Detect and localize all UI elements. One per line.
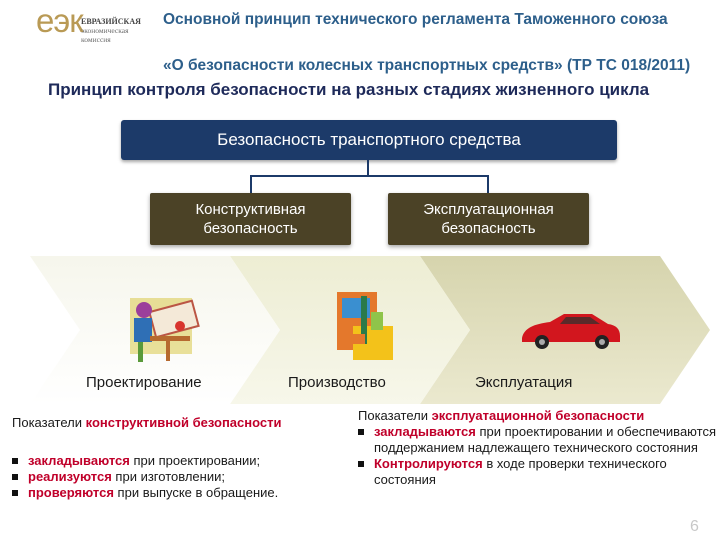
item-keyword: проверяются (28, 485, 114, 500)
item-text: при выпуске в обращение. (113, 485, 279, 500)
operational-safety-label: Эксплуатационная безопасность (423, 201, 554, 237)
item-text: в ходе проверки технического состояния (374, 456, 667, 487)
logo-line-2: экономическая (81, 26, 129, 35)
constructive-indicators-block: Показатели конструктивной безопасности з… (12, 415, 357, 501)
operational-indicators-block: Показатели эксплуатационной безопасности… (358, 408, 716, 488)
vehicle-safety-label: Безопасность транспортного средства (217, 130, 521, 149)
red-car-icon (522, 314, 620, 349)
operational-safety-box: Эксплуатационная безопасность (388, 193, 589, 245)
intro-text: Показатели (358, 408, 428, 423)
intro-highlight: эксплуатационной безопасности (431, 408, 645, 423)
intro-highlight: конструктивной безопасности (85, 415, 282, 430)
vehicle-safety-box: Безопасность транспортного средства (121, 120, 617, 160)
logo-text: ЕВРАЗИЙСКАЯ экономическая комиссия (81, 17, 141, 44)
operational-indicators-intro: Показатели эксплуатационной безопасности (358, 408, 716, 424)
item-text: при проектировании; (129, 453, 261, 468)
stage-operation-label: Эксплуатация (475, 374, 573, 391)
list-item: закладываются при проектировании и обесп… (358, 424, 716, 456)
logo-mark: еэк (36, 2, 84, 39)
slide-subtitle: Принцип контроля безопасности на разных … (48, 80, 650, 99)
item-keyword: Контролируются (374, 456, 483, 471)
list-item: реализуются при изготовлении; (12, 469, 357, 485)
item-keyword: реализуются (28, 469, 112, 484)
lifecycle-chevrons (30, 256, 710, 404)
item-text: при изготовлении; (111, 469, 225, 484)
constructive-safety-label: Конструктивная безопасность (195, 201, 306, 237)
item-keyword: закладываются (28, 453, 130, 468)
factory-clipart-icon (337, 292, 393, 360)
list-item: Контролируются в ходе проверки техническ… (358, 456, 716, 488)
constructive-safety-box: Конструктивная безопасность (150, 193, 351, 245)
header-subtitle: «О безопасности колесных транспортных ср… (163, 57, 691, 74)
connector-horizontal (250, 175, 488, 177)
page-number: 6 (690, 518, 699, 535)
connector-left (250, 175, 252, 193)
header-title: Основной принцип технического регламента… (163, 11, 668, 28)
logo-line-1: ЕВРАЗИЙСКАЯ (81, 17, 141, 26)
designer-clipart-icon (130, 298, 200, 362)
logo-line-3: комиссия (81, 35, 111, 44)
list-item: закладываются при проектировании; (12, 453, 357, 469)
stage-production-label: Производство (288, 374, 386, 391)
item-text: при проектировании и обеспечиваются подд… (374, 424, 716, 455)
connector-right (487, 175, 489, 193)
list-item: проверяются при выпуске в обращение. (12, 485, 357, 501)
item-keyword: закладываются (374, 424, 476, 439)
intro-text: Показатели (12, 415, 82, 430)
stage-design-label: Проектирование (86, 374, 202, 391)
constructive-indicators-intro: Показатели конструктивной безопасности (12, 415, 357, 431)
connector-vertical-top (367, 160, 369, 176)
